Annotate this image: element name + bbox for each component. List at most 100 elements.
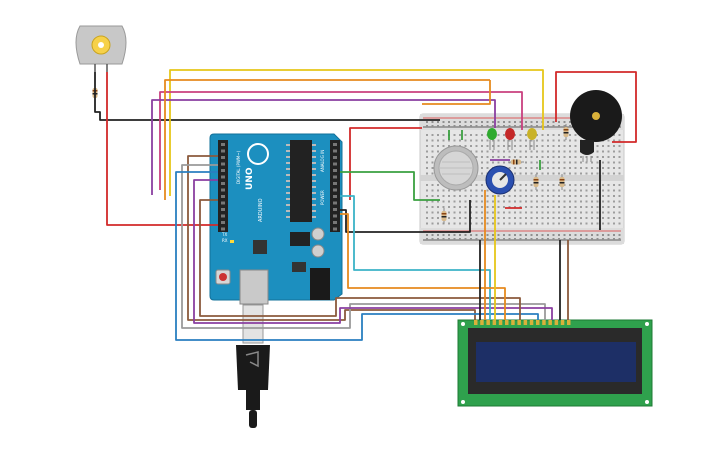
lcd-pin[interactable] <box>505 320 509 325</box>
wire-pink <box>159 91 523 190</box>
piezo-buzzer[interactable] <box>570 90 622 142</box>
wire-red <box>555 71 637 143</box>
header-pin[interactable] <box>333 162 337 166</box>
lcd-pin[interactable] <box>542 320 546 325</box>
resistor-led[interactable] <box>559 174 565 190</box>
wire-green <box>340 171 440 201</box>
lcd-pin[interactable] <box>517 320 521 325</box>
wire-purple <box>151 99 496 195</box>
arduino-brand-label: UNO <box>245 167 255 190</box>
rx-label: RX <box>222 238 228 243</box>
arduino-uno-board[interactable]: UNO ARDUINO DIGITAL (PWM~) POWER ANALOG … <box>209 133 343 305</box>
wire-red <box>349 127 422 200</box>
potentiometer[interactable] <box>485 165 515 195</box>
resistor-led[interactable] <box>533 174 539 190</box>
regulator-chip <box>290 232 310 246</box>
resistor-led[interactable] <box>508 159 524 165</box>
usb-chip <box>253 240 267 254</box>
lcd-pin[interactable] <box>486 320 490 325</box>
wire-blue <box>175 171 539 341</box>
resistor-buzzer[interactable] <box>563 124 569 140</box>
lcd-pin[interactable] <box>511 320 515 325</box>
header-pin[interactable] <box>221 182 225 185</box>
header-pin[interactable] <box>333 182 337 185</box>
usb-jack <box>239 269 269 305</box>
lcd-pin[interactable] <box>480 320 484 325</box>
lcd-pin[interactable] <box>492 320 497 325</box>
wires <box>94 69 637 341</box>
lcd-pin[interactable] <box>567 320 571 325</box>
wire-brown <box>199 199 521 320</box>
led-yellow[interactable] <box>527 128 537 150</box>
lcd-pin[interactable] <box>523 320 528 325</box>
lcd-pin[interactable] <box>554 320 559 325</box>
header-pin[interactable] <box>333 149 337 153</box>
header-pin[interactable] <box>333 143 337 146</box>
wire-cyan <box>340 195 491 320</box>
gas-sensor[interactable] <box>433 145 479 191</box>
tx-label: TX <box>221 232 227 237</box>
header-pin[interactable] <box>221 188 225 192</box>
header-pin[interactable] <box>333 227 337 231</box>
header-pin[interactable] <box>221 201 225 205</box>
header-pin[interactable] <box>221 195 225 198</box>
header-pin[interactable] <box>333 221 337 224</box>
header-pin[interactable] <box>221 227 225 231</box>
wire-orange <box>340 213 506 320</box>
lcd-16x2[interactable] <box>457 319 653 407</box>
digital-header <box>218 140 228 232</box>
wire-orange <box>422 80 491 105</box>
resistor-sensor[interactable] <box>441 208 447 224</box>
arduino-maker-label: ARDUINO <box>258 198 264 222</box>
header-pin[interactable] <box>221 208 225 211</box>
lcd-pin[interactable] <box>548 320 552 325</box>
power-analog-header <box>330 140 340 232</box>
atmega-chip <box>290 140 312 222</box>
wire-gray <box>181 164 546 329</box>
wire-red <box>106 72 218 226</box>
capacitor-icon <box>311 244 325 258</box>
header-pin[interactable] <box>221 162 225 166</box>
analog-header-label: ANALOG IN <box>320 150 325 172</box>
header-pin[interactable] <box>221 143 225 146</box>
header-pin[interactable] <box>333 201 337 205</box>
header-pin[interactable] <box>221 169 225 172</box>
dc-motor[interactable] <box>75 25 127 72</box>
header-pin[interactable] <box>221 175 225 179</box>
lcd-pin[interactable] <box>498 320 503 325</box>
header-pin[interactable] <box>333 208 337 211</box>
header-pin[interactable] <box>333 175 337 179</box>
header-pin[interactable] <box>333 169 337 172</box>
power-header-label: POWER <box>320 190 325 205</box>
header-pin[interactable] <box>333 188 337 192</box>
board-led-icon <box>230 240 234 243</box>
lcd-pin[interactable] <box>536 320 540 325</box>
wire-orange <box>164 79 490 200</box>
header-pin[interactable] <box>333 156 337 159</box>
header-pin[interactable] <box>221 214 225 218</box>
header-pin[interactable] <box>333 214 337 218</box>
npn-transistor[interactable] <box>580 140 594 162</box>
capacitor-icon <box>311 227 325 241</box>
header-pin[interactable] <box>333 195 337 198</box>
wire-purple <box>193 179 553 324</box>
wire-yellow <box>169 69 544 196</box>
buzzer-hole-icon <box>592 112 600 120</box>
header-pin[interactable] <box>221 221 225 224</box>
usb-cable[interactable] <box>236 304 270 428</box>
wire-black <box>94 72 440 121</box>
small-chip <box>292 262 306 272</box>
lcd-screen <box>476 342 636 382</box>
digital-header-label: DIGITAL (PWM~) <box>236 150 241 184</box>
lcd-pin[interactable] <box>529 320 534 325</box>
lcd-pin[interactable] <box>474 320 478 325</box>
lcd-pin[interactable] <box>560 320 565 325</box>
reset-button-cap-icon <box>219 273 227 281</box>
led-green[interactable] <box>487 128 497 150</box>
wire-black <box>340 200 471 233</box>
usb-icon <box>245 351 259 368</box>
header-pin[interactable] <box>221 149 225 153</box>
header-pin[interactable] <box>221 156 225 159</box>
led-red[interactable] <box>505 128 515 150</box>
